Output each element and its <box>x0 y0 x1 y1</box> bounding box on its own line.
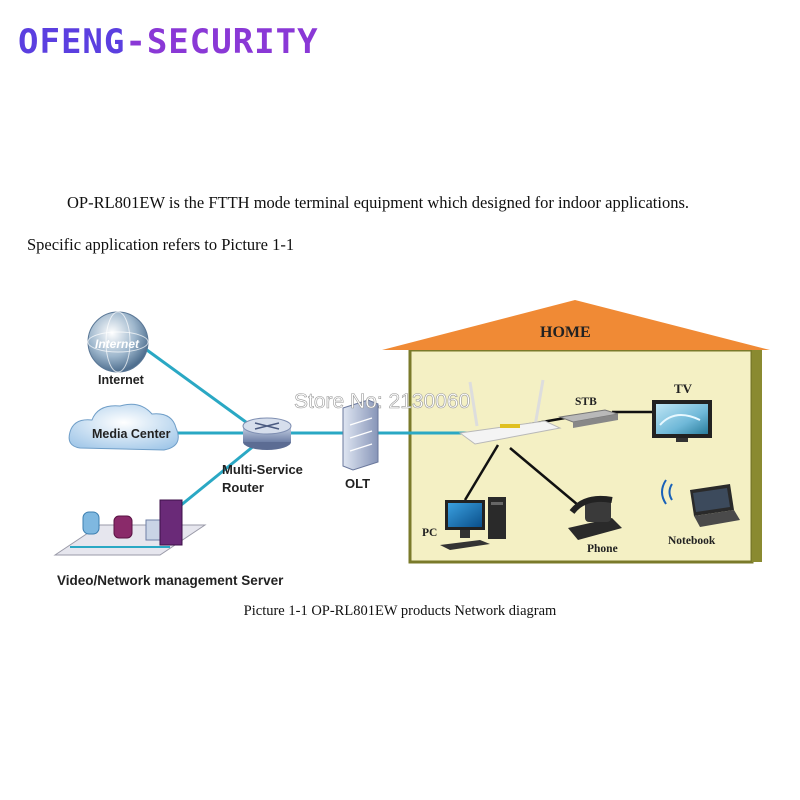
server-label: Video/Network management Server <box>57 573 284 588</box>
server-icon <box>53 499 207 556</box>
olt-label: OLT <box>345 476 370 491</box>
network-links <box>139 343 470 512</box>
notebook-icon <box>661 479 740 527</box>
home-label: HOME <box>540 324 591 341</box>
stb-label: STB <box>575 396 597 408</box>
tv-label: TV <box>674 381 693 396</box>
intro-line-2: Specific application refers to Picture 1… <box>27 235 295 254</box>
router-label-line2: Router <box>222 480 264 495</box>
figure-caption: Picture 1-1 OP-RL801EW products Network … <box>243 603 557 619</box>
tv-icon <box>652 400 712 442</box>
link-server-router <box>174 443 256 512</box>
house-wall-shadow <box>752 350 762 562</box>
router-label-line1: Multi-Service <box>222 462 303 477</box>
cloud-icon <box>68 403 179 451</box>
globe-text: Internet <box>95 337 140 351</box>
brand-part2: -SECURITY <box>125 22 319 62</box>
pc-label: PC <box>422 527 437 539</box>
media-center-label: Media Center <box>92 427 171 441</box>
store-watermark: Store No: 2130060 <box>294 390 470 413</box>
router-icon <box>242 417 292 450</box>
link-ont-pc <box>463 444 500 501</box>
ont-router-icon <box>458 379 562 445</box>
phone-label: Phone <box>587 543 618 555</box>
internet-label: Internet <box>98 373 145 387</box>
brand-logo: OFENG-SECURITY <box>18 22 319 62</box>
house-roof <box>382 300 770 350</box>
pc-icon <box>440 497 506 550</box>
intro-line-1: OP-RL801EW is the FTTH mode terminal equ… <box>67 193 689 212</box>
notebook-label: Notebook <box>668 535 716 547</box>
link-ont-phone <box>509 447 579 506</box>
olt-icon <box>342 399 379 471</box>
stb-icon <box>558 409 619 428</box>
phone-icon <box>568 495 622 540</box>
link-internet-router <box>139 343 251 427</box>
brand-part1: OFENG <box>18 22 126 62</box>
globe-icon: Internet <box>87 311 149 373</box>
